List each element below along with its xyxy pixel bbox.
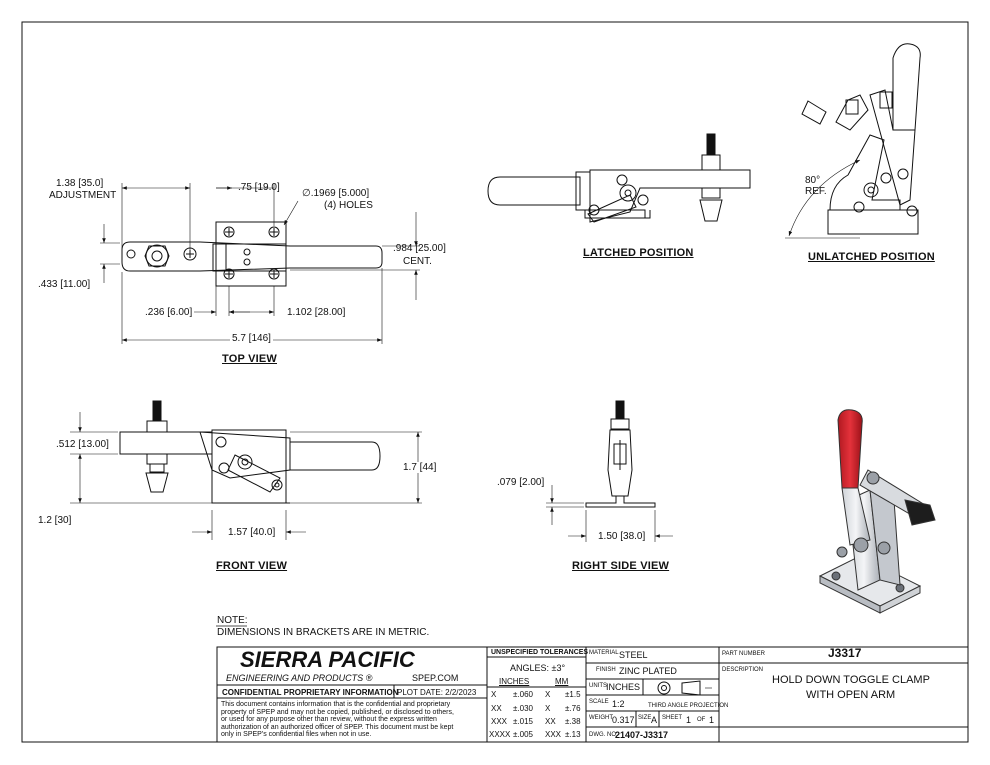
company-logo: SIERRA PACIFIC xyxy=(240,647,415,672)
dim-075: .75 [19.0] xyxy=(238,182,280,193)
size-label: SIZE xyxy=(638,715,652,721)
finish-label: FINISH xyxy=(596,667,616,673)
mount-hole xyxy=(223,226,235,238)
dim-adjustment: 1.38 [35.0] xyxy=(56,178,104,189)
arm-outline xyxy=(121,241,383,272)
dim-236: .236 [6.00] xyxy=(145,307,193,318)
dim-150: 1.50 [38.0] xyxy=(598,531,646,542)
sheet-total: 1 xyxy=(709,715,715,725)
projection-label: THIRD ANGLE PROJECTION xyxy=(648,703,729,709)
dim-12: 1.2 [30] xyxy=(38,515,72,526)
part-value: J3317 xyxy=(828,646,862,660)
dim-holes-count: (4) HOLES xyxy=(324,200,373,211)
weight-value: 0.317 xyxy=(612,715,635,725)
top-view-drawing xyxy=(100,183,420,344)
dim-984: .984 [25.00] xyxy=(393,243,446,254)
mount-hole xyxy=(223,268,235,280)
dwg-value: 21407-J3317 xyxy=(615,730,669,740)
dim-adjustment-label: ADJUSTMENT xyxy=(49,190,117,201)
latched-view-drawing xyxy=(487,133,751,223)
units-label: UNITS xyxy=(589,683,607,689)
latched-label: LATCHED POSITION xyxy=(583,247,694,259)
mount-hole xyxy=(268,226,280,238)
desc-line2: WITH OPEN ARM xyxy=(806,689,896,701)
scale-value: 1:2 xyxy=(612,699,625,709)
size-value: A xyxy=(651,715,658,725)
units-value: INCHES xyxy=(606,682,641,692)
finish-value: ZINC PLATED xyxy=(619,666,677,676)
sheet-value: 1 xyxy=(686,715,692,725)
front-view-drawing xyxy=(70,400,422,540)
scale-label: SCALE xyxy=(589,699,609,705)
website: SPEP.COM xyxy=(412,673,459,683)
pivot-circle xyxy=(126,249,136,259)
weight-label: WEIGHT xyxy=(589,715,613,721)
company-sub: ENGINEERING AND PRODUCTS ® xyxy=(226,673,373,683)
desc-line1: HOLD DOWN TOGGLE CLAMP xyxy=(772,674,930,686)
tol-angles: ANGLES: ±3° xyxy=(510,663,566,673)
part-label: PART NUMBER xyxy=(722,651,766,657)
dim-17: 1.7 [44] xyxy=(403,462,437,473)
dim-079: .079 [2.00] xyxy=(497,477,545,488)
dim-433: .433 [11.00] xyxy=(38,279,91,290)
dwg-label: DWG. NO. xyxy=(589,732,618,738)
mount-hole xyxy=(268,268,280,280)
tol-inches-head: INCHES xyxy=(499,677,530,686)
dim-ref: REF. xyxy=(805,186,827,197)
disclaimer: This document contains information that … xyxy=(221,701,454,739)
tol-mm-head: MM xyxy=(555,677,569,686)
isometric-render xyxy=(818,409,936,614)
unlatched-label: UNLATCHED POSITION xyxy=(808,251,935,263)
material-value: STEEL xyxy=(619,650,648,660)
sheet-border xyxy=(21,21,969,743)
tol-title: UNSPECIFIED TOLERANCES xyxy=(491,649,589,656)
confidential-label: CONFIDENTIAL PROPRIETARY INFORMATION xyxy=(222,688,399,697)
plot-date: PLOT DATE: 2/2/2023 xyxy=(397,688,477,697)
right-view-label: RIGHT SIDE VIEW xyxy=(572,560,670,572)
dim-1102: 1.102 [28.00] xyxy=(287,307,346,318)
title-block-frame xyxy=(216,625,969,743)
top-view-label: TOP VIEW xyxy=(222,353,277,365)
dim-angle: 80° xyxy=(805,175,821,186)
material-label: MATERIAL xyxy=(589,650,619,656)
dim-512: .512 [13.00] xyxy=(56,439,109,450)
front-view-label: FRONT VIEW xyxy=(216,560,288,572)
desc-label: DESCRIPTION xyxy=(722,667,764,673)
note-text: DIMENSIONS IN BRACKETS ARE IN METRIC. xyxy=(217,627,430,638)
dim-cent: CENT. xyxy=(403,256,432,267)
dim-hole: ∅.1969 [5.000] xyxy=(302,188,370,199)
unlatched-view-drawing xyxy=(785,43,921,239)
dim-57: 5.7 [146] xyxy=(230,333,273,344)
dim-157: 1.57 [40.0] xyxy=(228,527,276,538)
right-view-drawing xyxy=(546,400,673,542)
note-title: NOTE: xyxy=(217,615,248,626)
sheet-label: SHEET xyxy=(662,715,683,721)
of-label: OF xyxy=(697,717,706,723)
